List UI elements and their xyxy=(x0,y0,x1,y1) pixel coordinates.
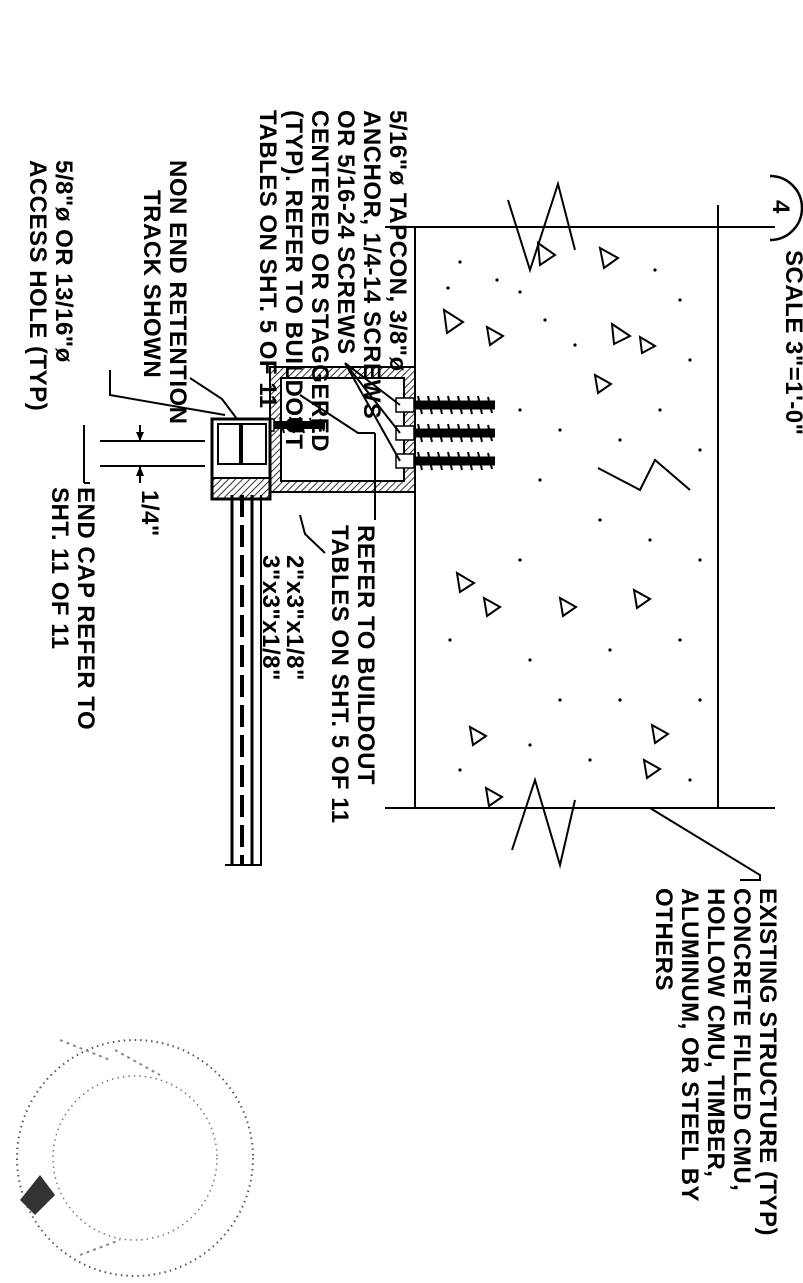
aggregate-dots xyxy=(446,260,702,782)
break-mark-top xyxy=(507,180,576,274)
note-structure: EXISTING STRUCTURE (TYP) CONCRETE FILLED… xyxy=(650,888,781,1236)
note-anchor-line-4: CENTERED OR STAGGERED xyxy=(306,110,333,452)
note-structure-line-5: OTHERS xyxy=(650,888,677,991)
shutter-panel xyxy=(225,495,262,866)
note-structure-line-2: CONCRETE FILLED CMU, xyxy=(728,888,755,1191)
note-buildout-ref: REFER TO BUILDOUT TABLES ON SHT. 5 OF 11 xyxy=(326,525,379,824)
note-endcap-line-2: SHT. 11 OF 11 xyxy=(46,487,73,650)
note-anchor-line-5: (TYP). REFER TO BUILDOUT xyxy=(280,110,307,450)
note-track: NON END RETENTION TRACK SHOWN xyxy=(138,160,191,425)
note-tube-line-2: 3"x3"x1/8" xyxy=(257,555,284,681)
note-anchor-line-6: TABLES ON SHT. 5 OF 11 xyxy=(254,110,281,409)
leaders xyxy=(83,362,761,881)
detail-callout: 4 SCALE 3"=1'-0" xyxy=(767,174,803,436)
note-buildout-ref-line-1: REFER TO BUILDOUT xyxy=(352,525,379,785)
note-endcap: END CAP REFER TO SHT. 11 OF 11 xyxy=(46,487,99,730)
note-anchor: 5/16"ø TAPCON, 3/8"ø ANCHOR, 1/4-14 SCRE… xyxy=(254,110,411,452)
dimension xyxy=(100,425,205,483)
aluminum-tube xyxy=(269,366,416,493)
engineer-seal xyxy=(16,1039,254,1277)
note-tube: 2"x3"x1/8" 3"x3"x1/8" xyxy=(257,555,308,681)
anchor-middle xyxy=(395,423,495,443)
note-structure-line-1: EXISTING STRUCTURE (TYP) xyxy=(754,888,781,1236)
note-endcap-line-1: END CAP REFER TO xyxy=(72,487,99,730)
track xyxy=(210,417,272,501)
anchor-left xyxy=(395,395,495,415)
dimension-label: 1/4" xyxy=(136,490,163,537)
note-hole-line-2: ACCESS HOLE (TYP) xyxy=(24,160,51,411)
anchor-right xyxy=(395,451,495,471)
aggregate-triangles xyxy=(442,240,670,808)
note-anchor-line-1: 5/16"ø TAPCON, 3/8"ø xyxy=(384,110,411,372)
break-mark-mid xyxy=(597,458,691,492)
note-hole-line-1: 5/8"ø OR 13/16"ø xyxy=(50,160,77,363)
detail-number: 4 xyxy=(767,200,794,214)
note-structure-line-3: HOLLOW CMU, TIMBER, xyxy=(702,888,729,1177)
note-dimension: 1/4" xyxy=(136,490,163,537)
note-anchor-line-2: ANCHOR, 1/4-14 SCREWS xyxy=(358,110,385,419)
note-buildout-ref-line-2: TABLES ON SHT. 5 OF 11 xyxy=(326,525,353,824)
note-track-line-2: TRACK SHOWN xyxy=(138,190,165,378)
note-hole: 5/8"ø OR 13/16"ø ACCESS HOLE (TYP) xyxy=(24,160,77,411)
note-tube-line-1: 2"x3"x1/8" xyxy=(281,555,308,681)
existing-structure xyxy=(385,180,775,869)
scale-label: SCALE 3"=1'-0" xyxy=(780,250,803,436)
anchors xyxy=(259,395,495,471)
note-anchor-line-3: OR 5/16-24 SCREWS xyxy=(332,110,359,355)
break-mark-bottom xyxy=(511,776,576,869)
note-track-line-1: NON END RETENTION xyxy=(164,160,191,425)
note-structure-line-4: ALUMINUM, OR STEEL BY xyxy=(676,888,703,1202)
